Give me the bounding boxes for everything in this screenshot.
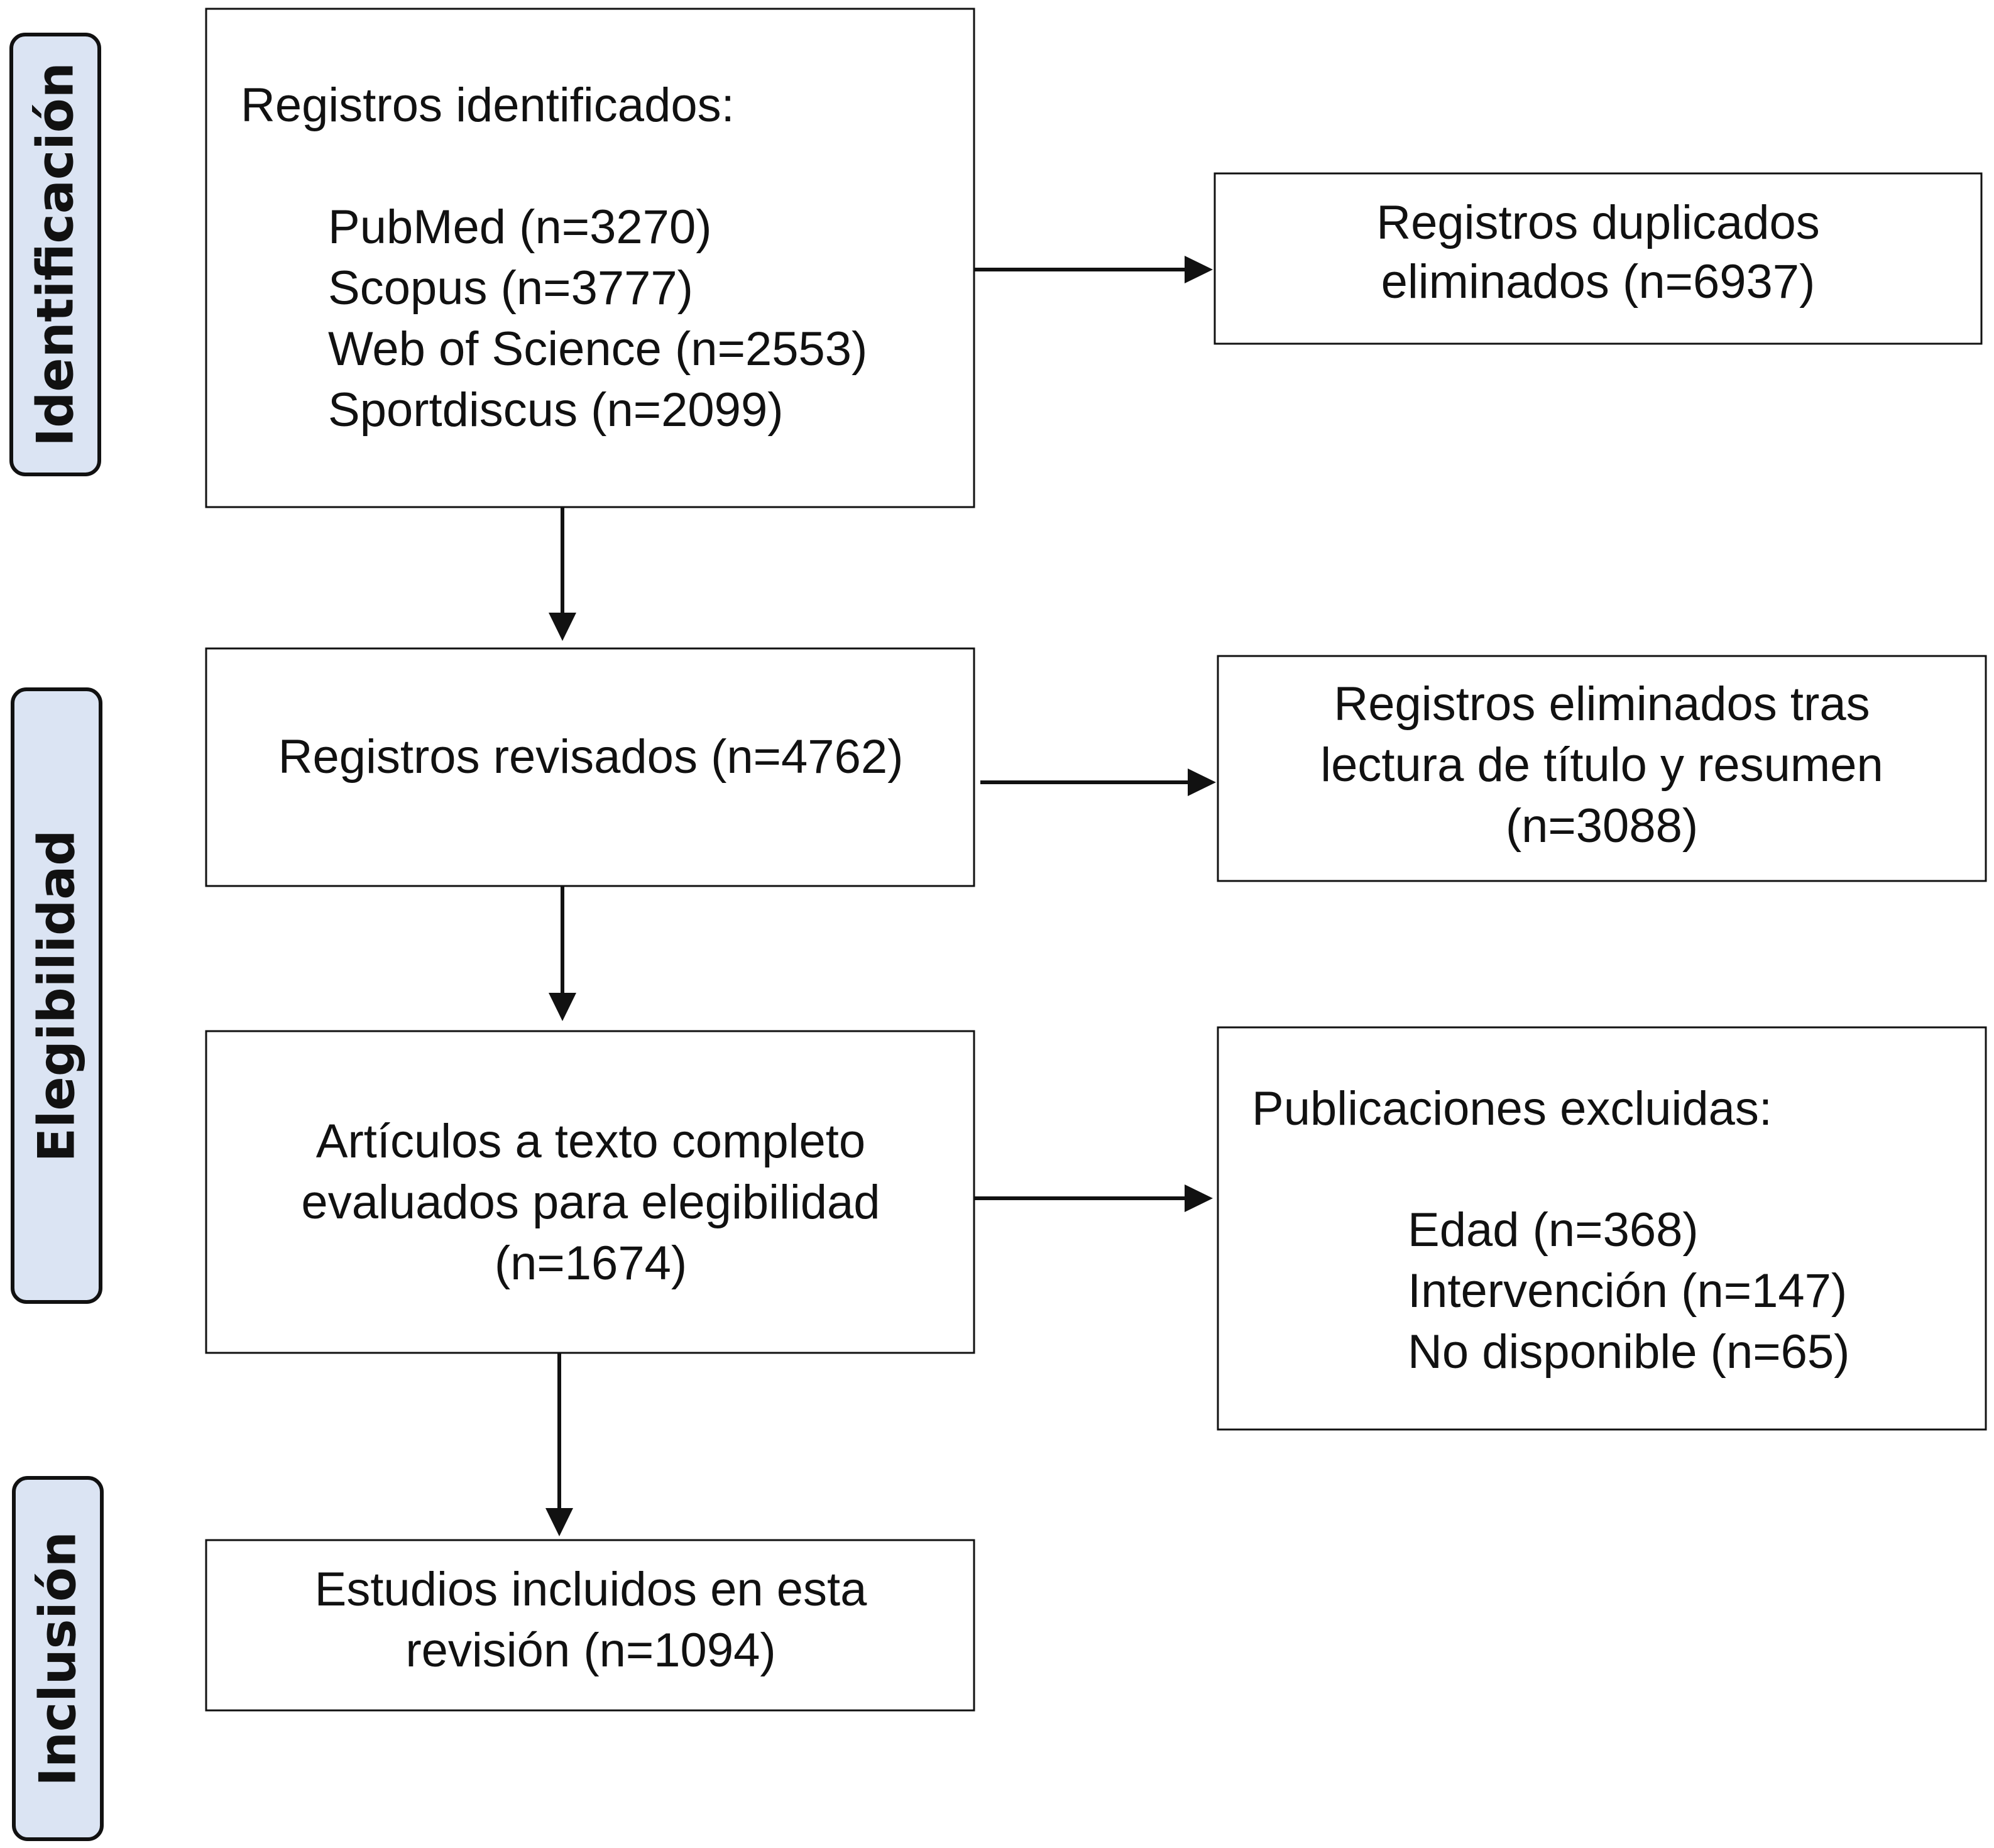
removed-line-3: (n=3088) (1506, 799, 1698, 853)
arrow-identified-to-reviewed (549, 507, 576, 641)
identified-item-pubmed: PubMed (n=3270) (328, 200, 712, 254)
box-identified: Registros identificados: PubMed (n=3270)… (205, 8, 975, 508)
excluded-heading: Publicaciones excluidas: (1252, 1082, 1772, 1135)
fulltext-line-2: evaluados para elegibilidad (301, 1176, 880, 1229)
included-line-1: Estudios incluidos en esta (315, 1563, 867, 1616)
excluded-item-edad: Edad (n=368) (1408, 1203, 1699, 1257)
reviewed-line-1: Registros revisados (n=4762) (278, 730, 904, 784)
box-included: Estudios incluidos en esta revisión (n=1… (205, 1539, 975, 1712)
arrow-reviewed-to-fulltext (549, 886, 576, 1021)
box-reviewed: Registros revisados (n=4762) (205, 647, 975, 887)
identified-item-scopus: Scopus (n=3777) (328, 261, 693, 315)
arrow-to-excluded (974, 1184, 1213, 1212)
identified-item-wos: Web of Science (n=2553) (328, 322, 867, 376)
phase-identificacion: Identificación (9, 33, 101, 476)
box-removed-title-abstract: Registros eliminados tras lectura de tít… (1217, 655, 1987, 882)
phase-inclusion: Inclusión (12, 1476, 104, 1841)
arrow-to-removed (980, 768, 1216, 796)
fulltext-line-1: Artículos a texto completo (316, 1115, 865, 1168)
phase-elegibilidad: Elegibilidad (11, 687, 102, 1304)
box-excluded: Publicaciones excluidas: Edad (n=368) In… (1217, 1026, 1987, 1431)
box-fulltext: Artículos a texto completo evaluados par… (205, 1030, 975, 1354)
arrow-fulltext-to-included (545, 1353, 573, 1536)
included-line-2: revisión (n=1094) (405, 1624, 775, 1677)
removed-line-2: lectura de título y resumen (1320, 738, 1883, 792)
identified-heading: Registros identificados: (241, 79, 735, 132)
box-duplicates: Registros duplicados eliminados (n=6937) (1213, 172, 1983, 345)
identified-item-sportdiscus: Sportdiscus (n=2099) (328, 383, 784, 437)
fulltext-line-3: (n=1674) (495, 1237, 687, 1290)
duplicates-line-1: Registros duplicados (1376, 196, 1820, 249)
arrow-to-duplicates (974, 256, 1213, 283)
removed-line-1: Registros eliminados tras (1334, 677, 1870, 731)
excluded-item-intervencion: Intervención (n=147) (1408, 1264, 1847, 1318)
phase-elegibilidad-label: Elegibilidad (28, 829, 86, 1162)
duplicates-line-2: eliminados (n=6937) (1381, 255, 1816, 309)
phase-identificacion-label: Identificación (26, 62, 85, 446)
excluded-item-no-disponible: No disponible (n=65) (1408, 1325, 1849, 1379)
phase-inclusion-label: Inclusión (29, 1531, 87, 1786)
